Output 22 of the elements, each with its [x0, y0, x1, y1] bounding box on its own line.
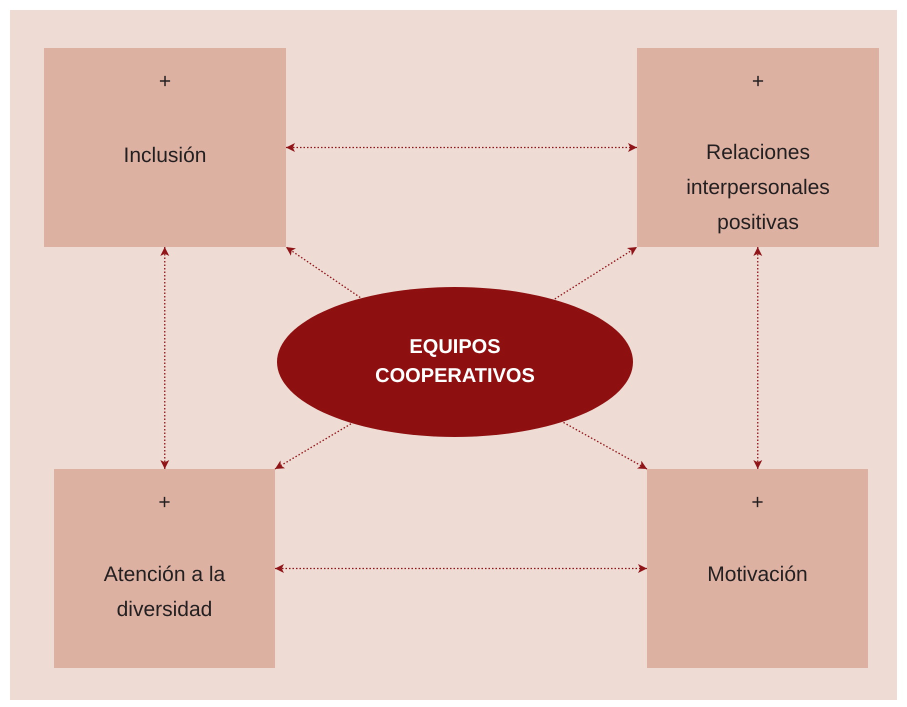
arrow: [286, 246, 361, 298]
arrow: [274, 423, 352, 470]
node-label: Motivación: [706, 562, 809, 588]
concept-box: [44, 48, 286, 247]
plus-sign: +: [750, 70, 766, 94]
node-label: Inclusión: [122, 143, 208, 169]
concept-box: [647, 469, 868, 668]
node-label: Relaciones interpersonales positivas: [685, 140, 831, 236]
arrow: [160, 247, 170, 469]
plus-sign: +: [157, 491, 172, 515]
ellipse-node: [276, 286, 634, 438]
arrow: [753, 247, 762, 469]
plus-sign: +: [158, 70, 172, 94]
concept-box: [637, 48, 879, 247]
node-label: Atención a la diversidad: [102, 562, 226, 623]
arrow: [563, 422, 648, 470]
arrow: [275, 564, 647, 573]
plus-sign: +: [750, 491, 765, 515]
arrow: [286, 143, 637, 152]
node-title: EQUIPOS COOPERATIVOS: [374, 335, 536, 389]
arrow: [554, 246, 638, 300]
concept-box: [54, 469, 275, 668]
